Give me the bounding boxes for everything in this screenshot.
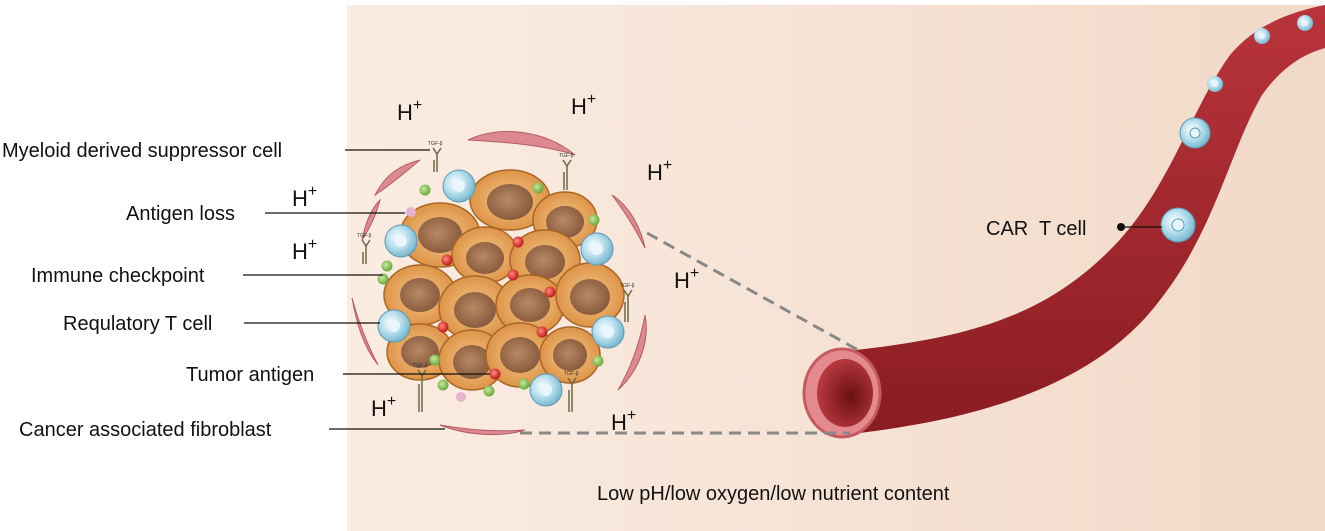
- immune-cell: [442, 169, 476, 203]
- label-antigen-loss: Antigen loss: [126, 203, 235, 225]
- regulatory-t-cells: [377, 169, 625, 407]
- tgf-receptors: [361, 147, 633, 412]
- car-t-cell: [1179, 117, 1211, 149]
- proton-labels: H+ H+ H+ H+ H+ H+ H+ H+: [292, 91, 699, 435]
- tgf-label: TGF-β: [428, 141, 443, 147]
- tumor-antigen: [507, 269, 519, 281]
- tgf-label: TGF-β: [559, 153, 574, 159]
- fibroblast: [617, 314, 647, 391]
- car-t-callout: CAR T cell: [986, 218, 1162, 240]
- label-tumor-antigen: Tumor antigen: [186, 364, 314, 386]
- fibroblast: [361, 198, 381, 241]
- car-t-cell: [1254, 28, 1270, 44]
- proton-label: H+: [571, 91, 596, 119]
- tumor-antigen: [441, 254, 453, 266]
- fibroblast: [373, 159, 421, 197]
- fibroblast: [439, 424, 526, 436]
- immune-cell: [377, 309, 411, 343]
- proton-label: H+: [647, 157, 672, 185]
- immune-cell: [591, 315, 625, 349]
- fibroblast: [467, 131, 576, 156]
- label-caf: Cancer associated fibroblast: [19, 419, 272, 441]
- proton-label: H+: [292, 183, 317, 211]
- proton-label: H+: [611, 407, 636, 435]
- tumor-antigen: [437, 321, 449, 333]
- proton-label: H+: [674, 265, 699, 293]
- tumor-antigen: [536, 326, 548, 338]
- car-t-cell: [1297, 15, 1313, 31]
- antigen-loss-marker: [406, 207, 416, 217]
- tgf-label: TGF-β: [620, 283, 635, 289]
- label-immune-checkpoint: Immune checkpoint: [31, 265, 205, 287]
- car-t-cell: [1207, 76, 1223, 92]
- label-regulatory-t-cell: Requlatory T cell: [63, 313, 212, 335]
- tgf-receptor-icon: [623, 289, 633, 322]
- tgf-receptor-icon: [417, 369, 427, 412]
- blood-vessel: [802, 5, 1325, 439]
- leader-lines: [243, 149, 490, 430]
- proton-label: H+: [292, 236, 317, 264]
- car-t-cell: [1160, 207, 1196, 243]
- vessel-lumen: [817, 359, 873, 427]
- legend-labels: Myeloid derived suppressor cell Antigen …: [2, 140, 314, 441]
- tgf-receptor-icon: [432, 147, 442, 172]
- fibroblast: [351, 297, 379, 366]
- immune-cell: [384, 224, 418, 258]
- tgf-label: TGF-β: [357, 233, 372, 239]
- antigen-loss-marker: [456, 392, 466, 402]
- fibroblast-ring: [351, 131, 647, 436]
- environment-caption: Low pH/low oxygen/low nutrient content: [597, 483, 950, 505]
- zoom-line-top: [646, 231, 859, 352]
- tumor-antigen: [544, 286, 556, 298]
- fibroblast: [611, 194, 646, 249]
- tumor-antigen-markers: [437, 236, 556, 380]
- tgf-receptor-labels: TGF-β TGF-β TGF-β TGF-β TGF-β TGF-β: [357, 141, 635, 377]
- label-mdsc: Myeloid derived suppressor cell: [2, 140, 282, 162]
- immune-cell: [529, 373, 563, 407]
- tgf-receptor-icon: [567, 377, 577, 412]
- proton-label: H+: [371, 393, 396, 421]
- tgf-label: TGF-β: [413, 363, 428, 369]
- label-car-t-cell: CAR T cell: [986, 218, 1086, 240]
- proton-label: H+: [397, 97, 422, 125]
- immune-cell: [580, 232, 614, 266]
- tumor-antigen: [512, 236, 524, 248]
- tumor-antigen: [489, 368, 501, 380]
- tgf-receptor-icon: [361, 239, 371, 264]
- tgf-receptor-icon: [562, 159, 572, 190]
- tgf-label: TGF-β: [564, 371, 579, 377]
